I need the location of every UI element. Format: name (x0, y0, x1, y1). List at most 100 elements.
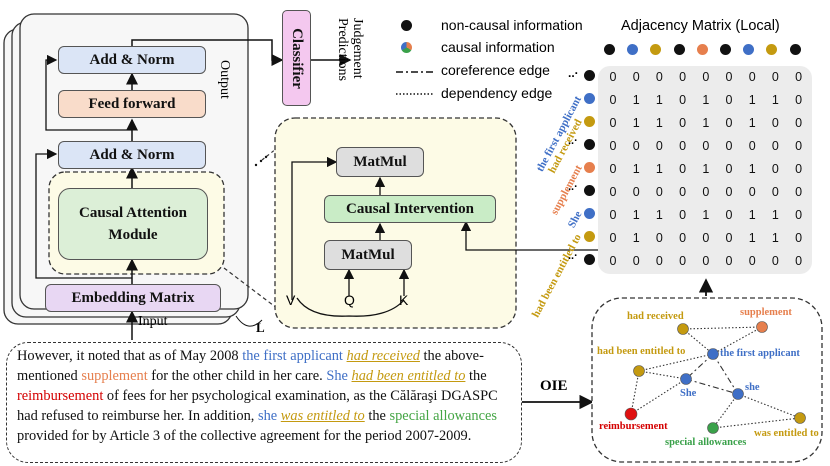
matrix-cell: 0 (609, 185, 617, 199)
matrix-cell: 0 (702, 254, 710, 268)
label-special-allowances: special allowances (665, 437, 747, 448)
matmul-bottom-box: MatMul (324, 240, 412, 270)
row-ellipsis: ..· (568, 250, 578, 262)
matrix-cell: 0 (748, 185, 756, 199)
row-dot-icon (584, 116, 595, 127)
oie-label: OIE (540, 378, 568, 394)
matrix-cell: 0 (679, 116, 687, 130)
matrix-cell: 1 (655, 208, 663, 222)
matrix-cell: 0 (655, 231, 663, 245)
node-she (732, 388, 744, 400)
column-dot-icon (673, 44, 685, 55)
matrix-cell: 0 (609, 208, 617, 222)
matrix-cell: 1 (748, 231, 756, 245)
matrix-cell: 0 (795, 70, 803, 84)
row-dot-icon (584, 162, 595, 173)
node-supplement (756, 321, 768, 333)
matrix-cell: 0 (702, 139, 710, 153)
matrix-cell: 0 (725, 162, 733, 176)
matrix-cell: 1 (702, 208, 710, 222)
matrix-cell: 0 (702, 231, 710, 245)
column-dot-icon (789, 44, 801, 55)
matrix-cell: 0 (679, 139, 687, 153)
adjacency-matrix: 0 0 0 0 0 0 0 0 0 0 1 1 0 1 0 1 1 0 0 1 1 0 1 0 1 0 0 0 0 0 0 0 0 0 0 0 0 1 1 0… (598, 66, 812, 274)
mention-reimbursement: reimbursement (17, 388, 104, 404)
column-dot-icon (720, 44, 731, 55)
label-was-entitled: was entitled to (754, 428, 819, 439)
case-text-passage: However, it noted that as of May 2008 th… (6, 342, 522, 463)
matrix-cell: 0 (725, 185, 733, 199)
matrix-cell: 1 (655, 93, 663, 107)
matrix-cell: 0 (795, 208, 803, 222)
matrix-cell: 1 (748, 208, 756, 222)
legend-coreference: coreference edge (441, 62, 550, 78)
matrix-cell: 0 (679, 70, 687, 84)
node-was-entitled (794, 412, 806, 424)
matrix-cell: 1 (771, 231, 779, 245)
label-supplement: supplement (740, 307, 792, 318)
matrix-cell: 0 (609, 93, 617, 107)
row-ellipsis: ..· (568, 135, 578, 147)
matrix-cell: 1 (748, 116, 756, 130)
matrix-cell: 0 (748, 254, 756, 268)
matrix-ellipsis-top: ..· (568, 66, 579, 80)
matrix-cell: 0 (795, 231, 803, 245)
mention-was-entitled: was entitled to (280, 408, 365, 424)
matrix-cell: 0 (609, 231, 617, 245)
row-dot-icon (584, 231, 595, 242)
matrix-cell: 0 (679, 208, 687, 222)
matrix-cell: 1 (771, 208, 779, 222)
row-dot-icon (584, 70, 595, 81)
matrix-cell: 1 (632, 116, 640, 130)
mention-had-been-entitled: had been entitled to (351, 368, 466, 384)
matrix-cell: 0 (725, 254, 733, 268)
matrix-cell: 0 (609, 116, 617, 130)
matrix-cell: 0 (795, 254, 803, 268)
causal-dot-icon (401, 42, 412, 53)
input-label: Input (138, 314, 168, 329)
mention-supplement: supplement (81, 368, 148, 384)
matrix-cell: 0 (771, 185, 779, 199)
matrix-cell: 0 (609, 70, 617, 84)
matrix-cell: 0 (771, 254, 779, 268)
matrix-cell: 1 (748, 162, 756, 176)
label-she-cap: She (680, 388, 697, 399)
legend-dependency: dependency edge (441, 85, 553, 101)
label-reimbursement: reimbursement (599, 421, 668, 432)
mention-she-1: She (326, 368, 348, 384)
label-had-received: had received (627, 311, 684, 322)
matrix-cell: 1 (632, 162, 640, 176)
matrix-cell: 1 (702, 93, 710, 107)
row-dot-icon (584, 208, 595, 219)
matrix-cell: 0 (632, 185, 640, 199)
matrix-cell: 0 (725, 70, 733, 84)
legend-causal: causal information (441, 39, 555, 55)
matrix-cell: 0 (679, 162, 687, 176)
matrix-cell: 1 (632, 93, 640, 107)
causal-attention-box: Causal Attention Module (58, 188, 208, 260)
row-dot-icon (584, 254, 595, 265)
add-norm-mid-box: Add & Norm (58, 141, 206, 169)
add-norm-top-box: Add & Norm (58, 46, 206, 74)
matmul-top-box: MatMul (336, 147, 424, 177)
mention-she-2: she (257, 408, 278, 424)
matrix-cell: 1 (632, 208, 640, 222)
matrix-title: Adjacency Matrix (Local) (621, 18, 780, 34)
causal-intervention-box: Causal Intervention (324, 195, 496, 223)
row-dot-icon (584, 93, 595, 104)
node-had-received (677, 323, 689, 335)
matrix-cell: 0 (771, 139, 779, 153)
label-had-been-entitled: had been entitled to (597, 346, 686, 357)
matrix-cell: 0 (655, 185, 663, 199)
column-dot-icon (604, 44, 615, 55)
node-first-applicant (707, 348, 719, 360)
matrix-cell: 0 (771, 162, 779, 176)
column-dot-icon (650, 44, 662, 55)
row-ellipsis: ..· (568, 181, 578, 193)
matrix-cell: 0 (725, 93, 733, 107)
matrix-cell: 0 (679, 185, 687, 199)
q-label: Q (344, 292, 355, 308)
matrix-cell: 1 (771, 93, 779, 107)
matrix-cell: 0 (795, 116, 803, 130)
feed-forward-box: Feed forward (58, 90, 206, 118)
